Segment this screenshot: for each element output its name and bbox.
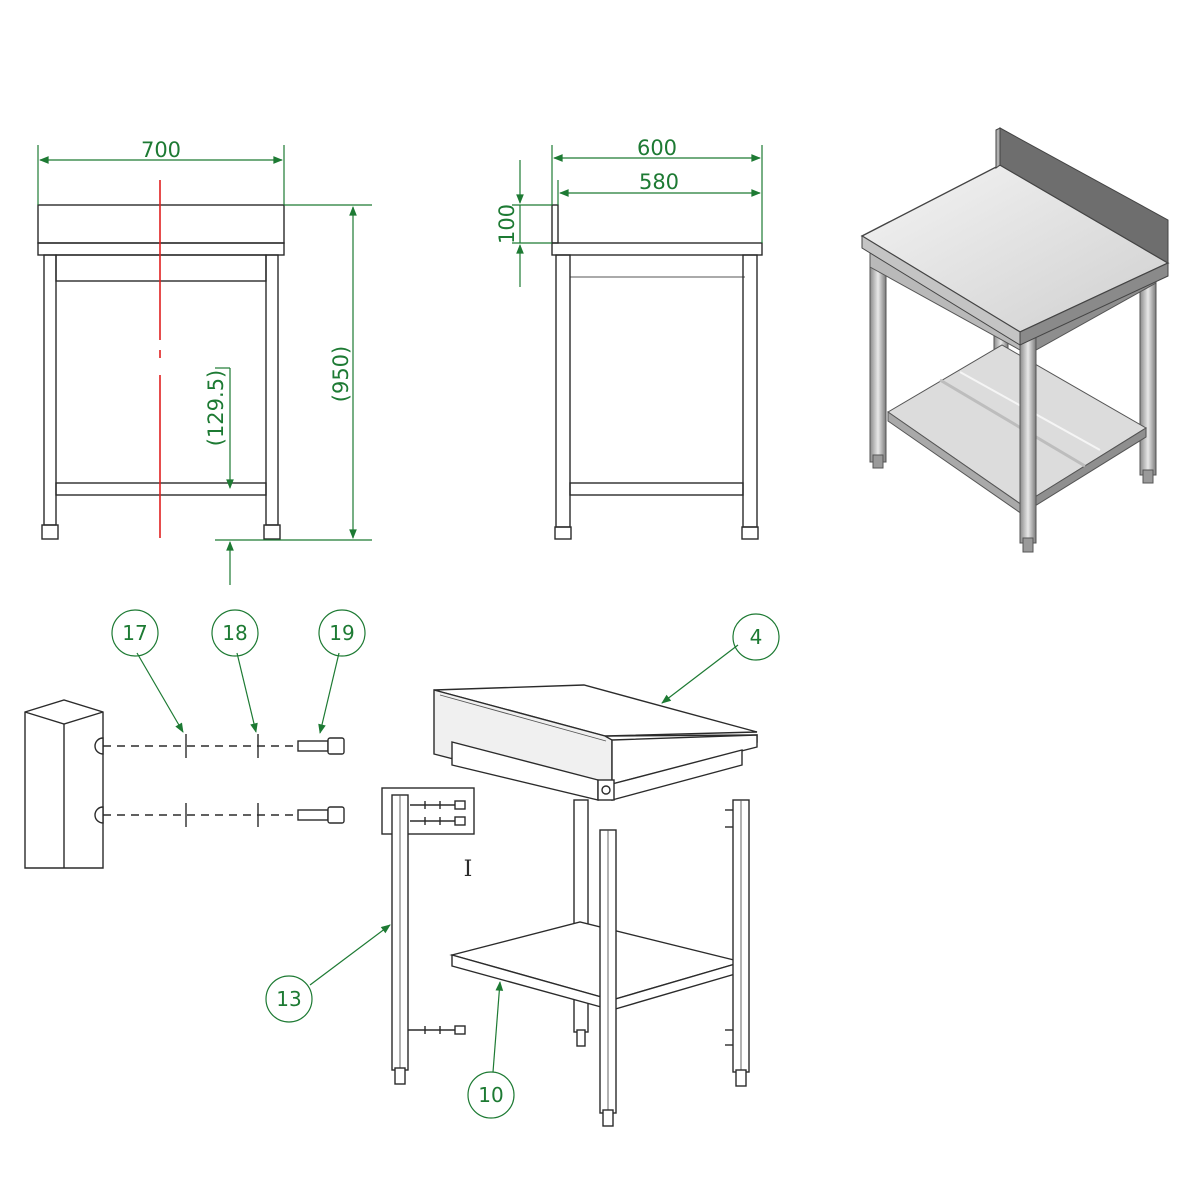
exploded-assembly: I <box>24 644 758 1127</box>
height-label: (950) <box>329 346 353 402</box>
upstand-label: 100 <box>495 204 519 244</box>
balloon-19-label: 19 <box>329 621 354 645</box>
depth-label: 600 <box>637 136 677 160</box>
side-undershelf <box>569 482 744 496</box>
width-label: 700 <box>141 138 181 162</box>
balloon-18-label: 18 <box>222 621 247 645</box>
side-backsplash <box>551 204 559 244</box>
balloon-17: 17 <box>111 609 159 657</box>
front-apron <box>55 254 267 282</box>
balloon-13: 13 <box>265 975 313 1023</box>
balloon-4: 4 <box>732 613 780 661</box>
balloon-4-label: 4 <box>750 625 763 649</box>
side-view: 600 580 100 <box>495 136 763 540</box>
balloon-10-label: 10 <box>478 1083 503 1107</box>
side-leg-left <box>555 254 571 528</box>
isometric-render <box>860 127 1170 553</box>
side-worktop <box>551 242 763 256</box>
balloon-19: 19 <box>318 609 366 657</box>
bolt-1 <box>297 740 329 752</box>
front-leg-right <box>265 254 279 526</box>
balloon-17-label: 17 <box>122 621 147 645</box>
shelf-height-label: (129.5) <box>204 370 228 447</box>
front-undershelf <box>55 482 267 496</box>
front-foot-right <box>263 524 281 540</box>
side-foot-left <box>554 526 572 540</box>
side-leg-right <box>742 254 758 528</box>
balloon-10: 10 <box>467 1071 515 1119</box>
detail-box <box>381 787 475 835</box>
front-leg-left <box>43 254 57 526</box>
bolt-2 <box>297 809 329 821</box>
front-view: 700 (950) (129.5) <box>37 138 372 585</box>
balloon-13-label: 13 <box>276 987 301 1011</box>
front-worktop <box>37 242 285 256</box>
balloon-18: 18 <box>211 609 259 657</box>
side-foot-right <box>741 526 759 540</box>
detail-marker: I <box>464 857 473 882</box>
front-foot-left <box>41 524 59 540</box>
front-backsplash <box>37 204 285 244</box>
inner-depth-label: 580 <box>639 170 679 194</box>
undershelf-10 <box>449 921 745 1001</box>
